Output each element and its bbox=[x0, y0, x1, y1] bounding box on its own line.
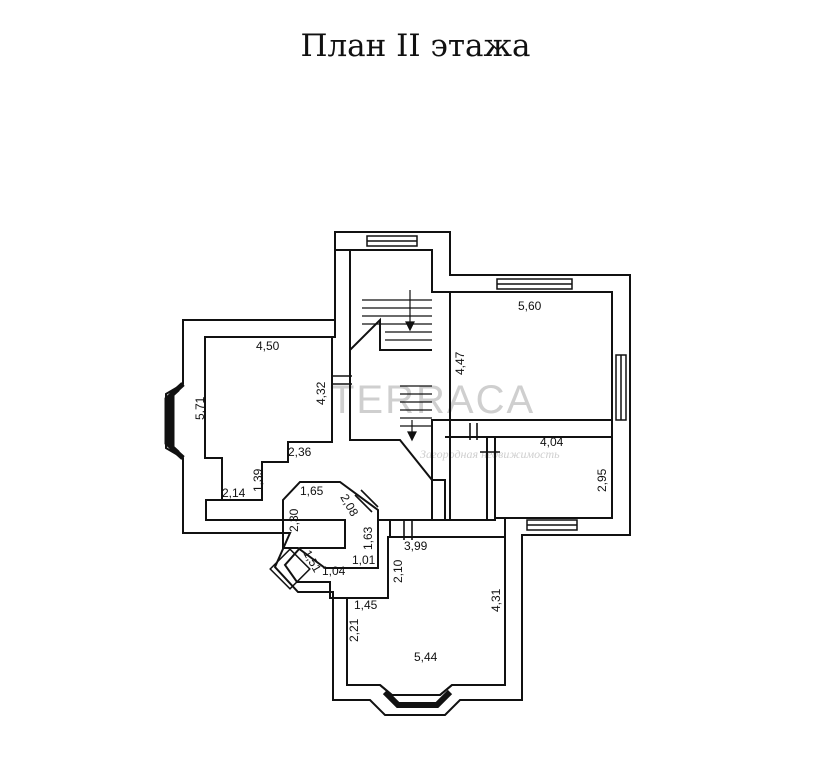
dim-e-room-right: 2,95 bbox=[595, 468, 609, 492]
watermark-subtext: Загородная недвижимость bbox=[420, 447, 560, 461]
dimension-labels: 4,50 5,71 4,32 2,36 2,14 1,39 5,60 4,47 … bbox=[193, 299, 609, 664]
dim-ne-room-top: 5,60 bbox=[518, 299, 542, 313]
dim-south-room-left: 2,21 bbox=[347, 618, 361, 642]
dim-bath-bottom: 1,04 bbox=[322, 564, 346, 578]
walls bbox=[164, 231, 631, 716]
dim-south-room-bottom: 5,44 bbox=[414, 650, 438, 664]
inner-wall-outline bbox=[204, 249, 613, 696]
west-bay-window bbox=[164, 382, 185, 460]
dim-e-room-top: 4,04 bbox=[540, 435, 564, 449]
doors bbox=[332, 375, 500, 540]
dim-bath-right: 1,63 bbox=[361, 526, 375, 550]
dim-south-room-notch: 1,45 bbox=[354, 598, 378, 612]
windows bbox=[269, 235, 627, 590]
dim-ne-room-left: 4,47 bbox=[453, 351, 467, 375]
dim-west-room-top: 4,50 bbox=[256, 339, 280, 353]
dim-bath-top: 1,65 bbox=[300, 484, 324, 498]
window-bathroom bbox=[269, 548, 311, 590]
watermark-text: TERRACA bbox=[330, 378, 535, 422]
e-room bbox=[494, 436, 613, 519]
dim-west-room-inner: 2,36 bbox=[288, 445, 312, 459]
stair-left-wall bbox=[349, 292, 432, 353]
dim-west-room-bottom: 2,14 bbox=[222, 486, 246, 500]
watermark: TERRACA Загородная недвижимость bbox=[330, 378, 560, 461]
dim-south-room-top: 3,99 bbox=[404, 539, 428, 553]
west-room bbox=[204, 336, 333, 501]
dim-bath-right-low: 1,01 bbox=[352, 553, 376, 567]
dim-west-room-notch: 1,39 bbox=[251, 468, 265, 492]
stairs bbox=[362, 290, 432, 442]
outer-wall bbox=[165, 231, 631, 716]
dim-bath-left: 2,30 bbox=[287, 508, 301, 532]
south-bay-window bbox=[382, 689, 453, 708]
bathroom bbox=[282, 481, 379, 569]
dim-bath-bottom-left: 1,51 bbox=[300, 548, 324, 576]
dim-west-room-right: 4,32 bbox=[314, 381, 328, 405]
dim-south-room-inner: 2,10 bbox=[391, 559, 405, 583]
small-hall bbox=[445, 436, 488, 521]
stair-core bbox=[349, 249, 451, 521]
dim-west-room-left: 5,71 bbox=[193, 396, 207, 420]
dim-south-room-right: 4,31 bbox=[489, 588, 503, 612]
south-room bbox=[346, 536, 506, 696]
plan-title: План II этажа bbox=[300, 28, 531, 64]
